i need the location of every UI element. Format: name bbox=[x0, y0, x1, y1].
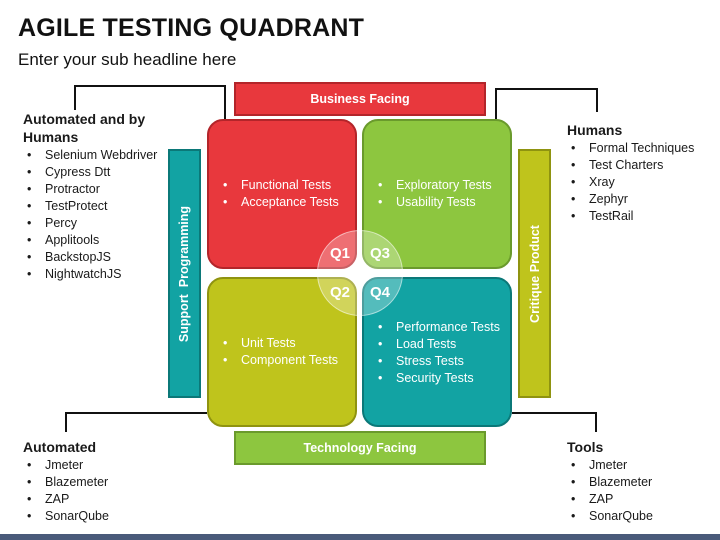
connector-top-left bbox=[74, 85, 226, 119]
list-item: BackstopJS bbox=[23, 249, 173, 266]
tool-list: Jmeter Blazemeter ZAP SonarQube bbox=[23, 457, 173, 525]
quadrant-label-q1: Q1 bbox=[330, 245, 351, 262]
corner-heading: Automated and by Humans bbox=[23, 111, 146, 145]
band-technology-facing: Technology Facing bbox=[234, 431, 486, 465]
connector-top-right bbox=[495, 88, 598, 119]
list-item: Exploratory Tests bbox=[374, 177, 492, 194]
test-list: Performance Tests Load Tests Stress Test… bbox=[374, 319, 500, 387]
list-item: Usability Tests bbox=[374, 194, 492, 211]
test-list: Unit Tests Component Tests bbox=[219, 335, 338, 369]
center-hub-circle bbox=[317, 230, 403, 316]
list-item: Applitools bbox=[23, 232, 173, 249]
tool-list: Formal Techniques Test Charters Xray Zep… bbox=[567, 140, 717, 225]
list-item: Percy bbox=[23, 215, 173, 232]
band-label: Technology Facing bbox=[303, 441, 417, 455]
corner-heading: Humans bbox=[567, 122, 623, 138]
list-item: Zephyr bbox=[567, 191, 717, 208]
list-item: NightwatchJS bbox=[23, 266, 173, 283]
connector-bottom-right bbox=[512, 412, 597, 432]
list-item: Load Tests bbox=[374, 336, 500, 353]
band-label: Business Facing bbox=[310, 92, 410, 106]
list-item: Jmeter bbox=[23, 457, 173, 474]
corner-heading: Automated bbox=[23, 439, 97, 455]
corner-heading: Tools bbox=[567, 439, 604, 455]
band-label: Critique Product bbox=[527, 224, 542, 323]
list-item: Acceptance Tests bbox=[219, 194, 339, 211]
page-title: AGILE TESTING QUADRANT bbox=[18, 14, 365, 42]
list-item: SonarQube bbox=[23, 508, 173, 525]
list-item: Selenium Webdriver bbox=[23, 147, 173, 164]
list-item: Functional Tests bbox=[219, 177, 339, 194]
quadrant-label-q2: Q2 bbox=[330, 284, 351, 301]
list-item: Xray bbox=[567, 174, 717, 191]
tool-list: Jmeter Blazemeter ZAP SonarQube bbox=[567, 457, 717, 525]
list-item: Jmeter bbox=[567, 457, 717, 474]
list-item: Cypress Dtt bbox=[23, 164, 173, 181]
band-business-facing: Business Facing bbox=[234, 82, 486, 116]
page-subtitle: Enter your sub headline here bbox=[18, 50, 237, 69]
list-item: Blazemeter bbox=[23, 474, 173, 491]
list-item: Performance Tests bbox=[374, 319, 500, 336]
list-item: Component Tests bbox=[219, 352, 338, 369]
test-list: Functional Tests Acceptance Tests bbox=[219, 177, 339, 211]
band-critique-product: Critique Product bbox=[518, 149, 551, 398]
connector-bottom-left bbox=[65, 412, 207, 432]
band-label: Support Programming bbox=[177, 205, 192, 342]
footer-bar bbox=[0, 534, 720, 540]
list-item: Unit Tests bbox=[219, 335, 338, 352]
list-item: Security Tests bbox=[374, 370, 500, 387]
test-list: Exploratory Tests Usability Tests bbox=[374, 177, 492, 211]
list-item: Test Charters bbox=[567, 157, 717, 174]
quadrant-label-q3: Q3 bbox=[370, 245, 391, 262]
tool-list: Selenium Webdriver Cypress Dtt Protracto… bbox=[23, 147, 173, 283]
list-item: Protractor bbox=[23, 181, 173, 198]
list-item: TestProtect bbox=[23, 198, 173, 215]
corner-bottom-left: Automated Jmeter Blazemeter ZAP SonarQub… bbox=[23, 438, 173, 525]
list-item: Stress Tests bbox=[374, 353, 500, 370]
list-item: SonarQube bbox=[567, 508, 717, 525]
list-item: Blazemeter bbox=[567, 474, 717, 491]
list-item: ZAP bbox=[567, 491, 717, 508]
corner-top-left: Automated and by Humans Selenium Webdriv… bbox=[23, 110, 173, 283]
list-item: TestRail bbox=[567, 208, 717, 225]
quadrant-label-q4: Q4 bbox=[370, 284, 391, 301]
corner-top-right: Humans Formal Techniques Test Charters X… bbox=[567, 121, 717, 225]
list-item: Formal Techniques bbox=[567, 140, 717, 157]
corner-bottom-right: Tools Jmeter Blazemeter ZAP SonarQube bbox=[567, 438, 717, 525]
list-item: ZAP bbox=[23, 491, 173, 508]
band-support-programming: Support Programming bbox=[168, 149, 201, 398]
